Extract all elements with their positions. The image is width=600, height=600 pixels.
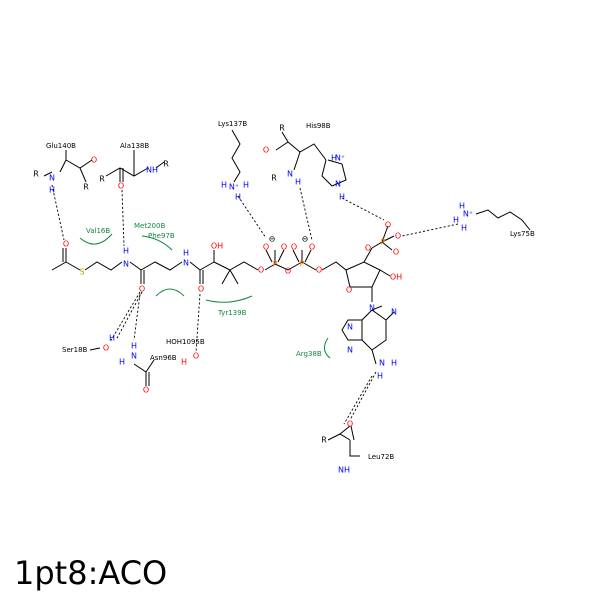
adenine-amino-n: N [379, 359, 385, 368]
ala138-nitrogen: NH [146, 166, 158, 175]
ser18-oxygen: O [103, 344, 109, 353]
residue-labels: Glu140B Ala138B Lys137B His98B Lys75B Se… [46, 120, 535, 461]
adenine-amino-h1: H [391, 359, 397, 368]
lys75-hydrogen-3: H [461, 224, 467, 233]
lys75-nitrogen: N⁺ [463, 210, 473, 219]
label-ala138: Ala138B [120, 142, 149, 150]
lys75-hydrogen-1: H [453, 216, 459, 225]
water-oxygen: O [193, 352, 199, 361]
leu72-r: R [321, 436, 327, 445]
ser18-hydrogen: H [109, 334, 115, 343]
phosphate-oxygen-1a: O [263, 243, 269, 252]
amide-oxygen-2: O [198, 285, 204, 294]
asn96-hydrogen-1: H [131, 342, 137, 351]
asn96-nitrogen: N [131, 352, 137, 361]
ester-oxygen-2: O [316, 266, 322, 275]
his98-oxygen: O [263, 146, 269, 155]
his98-ring-h2: H [339, 193, 345, 202]
asn96-oxygen: O [143, 386, 149, 395]
label-his98: His98B [306, 122, 331, 130]
leu72-oxygen: O [347, 420, 353, 429]
hydrophobic-contacts [79, 233, 331, 359]
label-tyr139: Tyr139B [217, 309, 247, 317]
bridge-oxygen: O [285, 267, 291, 276]
lys137-hydrogen-1: H [221, 181, 227, 190]
amide-hydrogen-1: H [123, 247, 129, 256]
ribose-3-oxygen: O [365, 244, 371, 253]
label-leu72: Leu72B [368, 453, 394, 461]
his98-ring-h1: H [331, 154, 337, 163]
lys137-nitrogen: N⁺ [229, 183, 239, 192]
phosphorus-1: P [273, 260, 278, 269]
lys75-hydrogen-2: H [459, 202, 465, 211]
phosphate-oxygen-2b: O [309, 243, 315, 252]
ala138-oxygen: O [118, 182, 124, 191]
his98-nitrogen: N [287, 170, 293, 179]
glu140-oxygen: O [91, 156, 97, 165]
atom-labels: O S N H O N H O OH O P O O ⊖ O P O O ⊖ O… [33, 124, 473, 475]
phosphate-oxygen-2a: O [291, 243, 297, 252]
label-lys137: Lys137B [218, 120, 247, 128]
phosphorus-2: P [300, 260, 305, 269]
thioester-sulfur: S [79, 268, 84, 277]
label-phe97: Phe97B [148, 232, 175, 240]
label-hoh1095: HOH1095B [166, 338, 205, 346]
his98-ring-n2: N [335, 180, 341, 189]
phosphate-oxygen-3c: O [393, 248, 399, 257]
amide-nitrogen-2: N [183, 259, 189, 268]
label-arg38: Arg38B [296, 350, 322, 358]
label-met200: Met200B [134, 222, 165, 230]
ribose-hydroxyl: OH [390, 273, 402, 282]
phosphate-oxygen-3b: O [395, 232, 401, 241]
adenine-amino-h2: H [377, 372, 383, 381]
hydroxyl-oh: OH [211, 242, 223, 251]
glu140-hydrogen: H [49, 186, 55, 195]
hydrophobic-labels: Val16B Met200B Phe97B Tyr139B Arg38B [86, 222, 322, 358]
his98-r1: R [279, 124, 285, 133]
label-lys75: Lys75B [510, 230, 535, 238]
phosphate-oxygen-3a: O [385, 221, 391, 230]
his98-ring-nh: N⁺ [335, 154, 345, 163]
amide-oxygen-1: O [139, 285, 145, 294]
asn96-hydrogen-2: H [119, 358, 125, 367]
glu140-r2: R [83, 183, 89, 192]
adenine-n3: N [347, 323, 353, 332]
adenine-n9: N [369, 304, 375, 313]
label-asn96: Asn96B [150, 354, 177, 362]
adenine-n7: N [391, 308, 397, 317]
diagram-title: 1pt8:ACO [14, 554, 168, 592]
acetyl-oxygen: O [63, 240, 69, 249]
his98-hydrogen: H [295, 178, 301, 187]
lys137-hydrogen-3: H [235, 193, 241, 202]
amide-nitrogen-1: N [123, 260, 129, 269]
label-val16: Val16B [86, 227, 110, 235]
glu140-r: R [33, 170, 39, 179]
water-hydrogen: H [181, 358, 187, 367]
amide-hydrogen-2: H [183, 249, 189, 258]
leu72-nitrogen: NH [338, 466, 350, 475]
his98-r2: R [271, 174, 277, 183]
ester-oxygen-1: O [258, 266, 264, 275]
adenine-n1: N [347, 346, 353, 355]
lys137-hydrogen-2: H [243, 181, 249, 190]
ala138-r2: R [163, 160, 169, 169]
hydrogen-bonds [51, 184, 459, 425]
phosphorus-3: P [381, 238, 386, 247]
ala138-r1: R [99, 175, 105, 184]
ligand-bonds [51, 225, 395, 365]
label-glu140: Glu140B [46, 142, 76, 150]
glu140-nitrogen: N [49, 174, 55, 183]
phosphate-charge-2: ⊖ [302, 235, 309, 244]
residue-bonds [43, 129, 531, 457]
label-ser18: Ser18B [62, 346, 88, 354]
phosphate-charge-1: ⊖ [269, 235, 276, 244]
phosphate-oxygen-1b: O [281, 243, 287, 252]
ribose-ring-oxygen: O [346, 286, 352, 295]
